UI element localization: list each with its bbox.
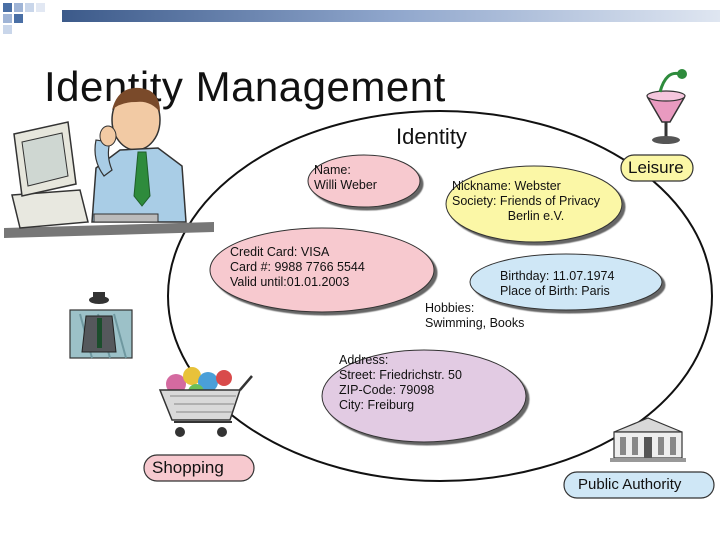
- government-building-icon: [610, 417, 686, 462]
- leisure-label: Leisure: [628, 158, 684, 177]
- shopping-cart-icon: [158, 367, 253, 437]
- nickname-text: Nickname: Webster Society: Friends of Pr…: [452, 179, 600, 223]
- name-text: Name: Willi Weber: [314, 163, 377, 192]
- shopping-label-box: [143, 454, 255, 482]
- address-text: Address: Street: Friedrichstr. 50 ZIP-Co…: [339, 353, 462, 412]
- birthday-text: Birthday: 11.07.1974 Place of Birth: Par…: [500, 269, 615, 298]
- page-title: Identity Management: [44, 63, 446, 110]
- birthday-bubble: [469, 253, 663, 311]
- man-at-computer-icon: [4, 87, 214, 238]
- name-bubble: [307, 154, 421, 208]
- leisure-label-box: [620, 154, 694, 182]
- nickname-bubble: [445, 165, 623, 243]
- identity-label: Identity: [396, 124, 467, 149]
- title-accent-bar: [62, 10, 720, 22]
- credit-card-text: Credit Card: VISA Card #: 9988 7766 5544…: [230, 245, 365, 289]
- shopping-label: Shopping: [152, 458, 224, 477]
- clothing-store-icon: [69, 292, 133, 359]
- hobbies-text: Hobbies: Swimming, Books: [425, 301, 525, 330]
- cocktail-icon: [646, 69, 687, 144]
- credit-card-bubble: [209, 227, 435, 313]
- public-authority-label-box: [563, 471, 715, 499]
- corner-decoration: [3, 3, 45, 34]
- public-authority-label: Public Authority: [578, 476, 682, 493]
- address-bubble: [321, 349, 527, 443]
